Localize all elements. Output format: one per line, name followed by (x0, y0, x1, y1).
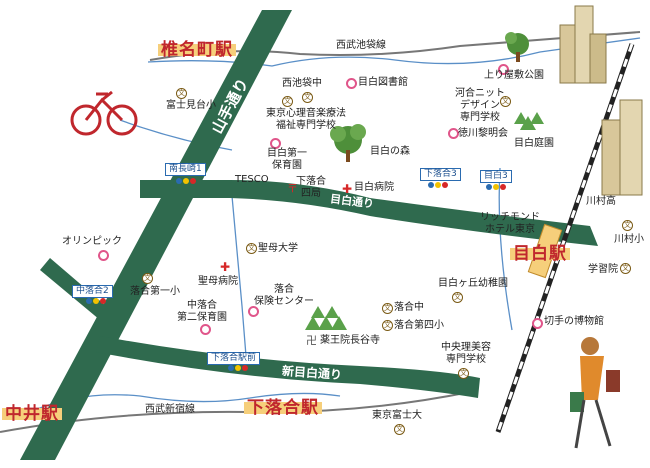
tree-icon-yakuoin (305, 306, 347, 330)
school-marker-icon: 文 (620, 263, 631, 274)
nishiike-fukuro-jh-label: 西池袋中 (282, 78, 322, 89)
tokyo-music-therapy-label: 東京心理音楽療法福祉専門学校 (266, 108, 346, 131)
library-marker-icon (346, 78, 357, 89)
agari-yashiki-park-label: 上り屋敷公園 (484, 70, 544, 81)
store-marker-icon (98, 250, 109, 261)
jr-yamanote-line (495, 43, 635, 433)
school-marker-icon: 文 (382, 320, 393, 331)
seibu-shinjuku-line-label: 西武新宿線 (145, 404, 195, 415)
bicycle-icon (70, 90, 138, 136)
nursery-marker-icon (270, 138, 281, 149)
seibu-ikebukuro-line-label: 西武池袋線 (336, 40, 386, 51)
richmond-hotel-label: リッチモンドホテル東京 (480, 212, 540, 235)
school-marker-icon: 文 (622, 220, 633, 231)
school-marker-icon: 文 (142, 273, 153, 284)
hospital-cross-icon: ✚ (220, 260, 231, 274)
mejiro-hospital-label: 目白病院 (354, 182, 394, 193)
school-marker-icon: 文 (302, 92, 313, 103)
hospital-cross-icon: ✚ (342, 182, 353, 196)
shimo-ochiai-yon-post-label: 下落合四局 (296, 176, 326, 199)
school-marker-icon: 文 (458, 368, 469, 379)
mejiro-daiichi-nursery-label: 目白第一保育園 (267, 148, 307, 171)
school-marker-icon: 文 (282, 96, 293, 107)
school-marker-icon: 文 (394, 424, 405, 435)
post-office-icon: 〒 (287, 182, 298, 195)
seibo-univ-label: 聖母大学 (258, 243, 298, 254)
buildings-icon-top-right (559, 5, 607, 84)
traffic-lights-icon (428, 182, 450, 189)
gakushuin-label: 学習院 (588, 264, 618, 275)
museum-marker-icon (532, 318, 543, 329)
health-center-marker-icon (248, 306, 259, 317)
tokugawa-reimeikai-label: 徳川黎明会 (458, 128, 508, 139)
sign-shimo-ochiai-ekimae: 下落合駅前 (207, 352, 261, 365)
nursery-marker-icon (200, 324, 211, 335)
ochiai-daiichi-es-label: 落合第一小 (130, 286, 180, 297)
shiinamachi-station-label: 椎名町駅 (158, 42, 236, 59)
tree-icon-mejiro-teien (514, 112, 544, 130)
mejirogaoka-kindergarten-label: 目白ヶ丘幼稚園 (438, 278, 508, 289)
temple-icon: 卍 (306, 334, 317, 347)
yakuoin-label: 薬王院長谷寺 (320, 335, 380, 346)
sign-minami-nagasaki: 南長崎1 (165, 163, 206, 176)
traffic-lights-icon (228, 365, 250, 372)
mejiro-teien-label: 目白庭園 (514, 138, 554, 149)
olympic-label: オリンピック (62, 236, 122, 247)
museum-marker-icon (448, 128, 459, 139)
school-marker-icon: 文 (246, 243, 257, 254)
chuo-beauty-label: 中央理美容専門学校 (441, 342, 491, 365)
mejiro-library-label: 目白図書館 (358, 77, 408, 88)
ochiai-health-center-label: 落合保険センター (254, 284, 314, 307)
school-marker-icon: 文 (452, 292, 463, 303)
park-marker-icon (498, 64, 509, 75)
kawai-design-label: 河合ニットデザイン専門学校 (455, 88, 505, 123)
sign-mejiro-3: 目白3 (480, 170, 512, 183)
tesco-label: TESCO (235, 174, 269, 185)
sign-nakaochiai-2: 中落合2 (72, 285, 113, 298)
nakai-station-label: 中井駅 (2, 406, 62, 423)
school-marker-icon: 文 (382, 303, 393, 314)
school-marker-icon: 文 (500, 96, 511, 107)
mejiro-no-mori-label: 目白の森 (370, 146, 410, 157)
shin-mejiro-dori-road (96, 336, 480, 398)
shopping-woman-illustration (570, 337, 620, 449)
traffic-lights-icon (176, 178, 198, 185)
kawamura-hs-label: 川村高 (586, 196, 616, 207)
buildings-icon-right (601, 99, 643, 196)
tree-icon-agari-park (505, 32, 529, 62)
kawamura-es-label: 川村小 (614, 234, 644, 245)
nakaochiai-nursery-label: 中落合第二保育園 (177, 300, 227, 323)
mejiro-dori-road (140, 180, 598, 246)
sign-shimo-ochiai-3: 下落合3 (420, 168, 461, 181)
fujimidai-es-label: 富士見台小 (166, 100, 216, 111)
yamate-dori-road (20, 10, 292, 460)
seibo-hospital-label: 聖母病院 (198, 276, 238, 287)
mejiro-station-label: 目白駅 (510, 246, 570, 263)
tree-icon-mejiro-forest (330, 124, 366, 162)
tokyo-fuji-univ-label: 東京富士大 (372, 410, 422, 421)
school-marker-icon: 文 (176, 88, 187, 99)
stamp-museum-label: 切手の博物館 (544, 316, 604, 327)
traffic-lights-icon (486, 184, 508, 191)
ochiai-jh-label: 落合中 (394, 302, 424, 313)
ochiai-daiyon-es-label: 落合第四小 (394, 320, 444, 331)
shimo-ochiai-station-label: 下落合駅 (244, 400, 322, 417)
traffic-lights-icon (86, 298, 108, 305)
